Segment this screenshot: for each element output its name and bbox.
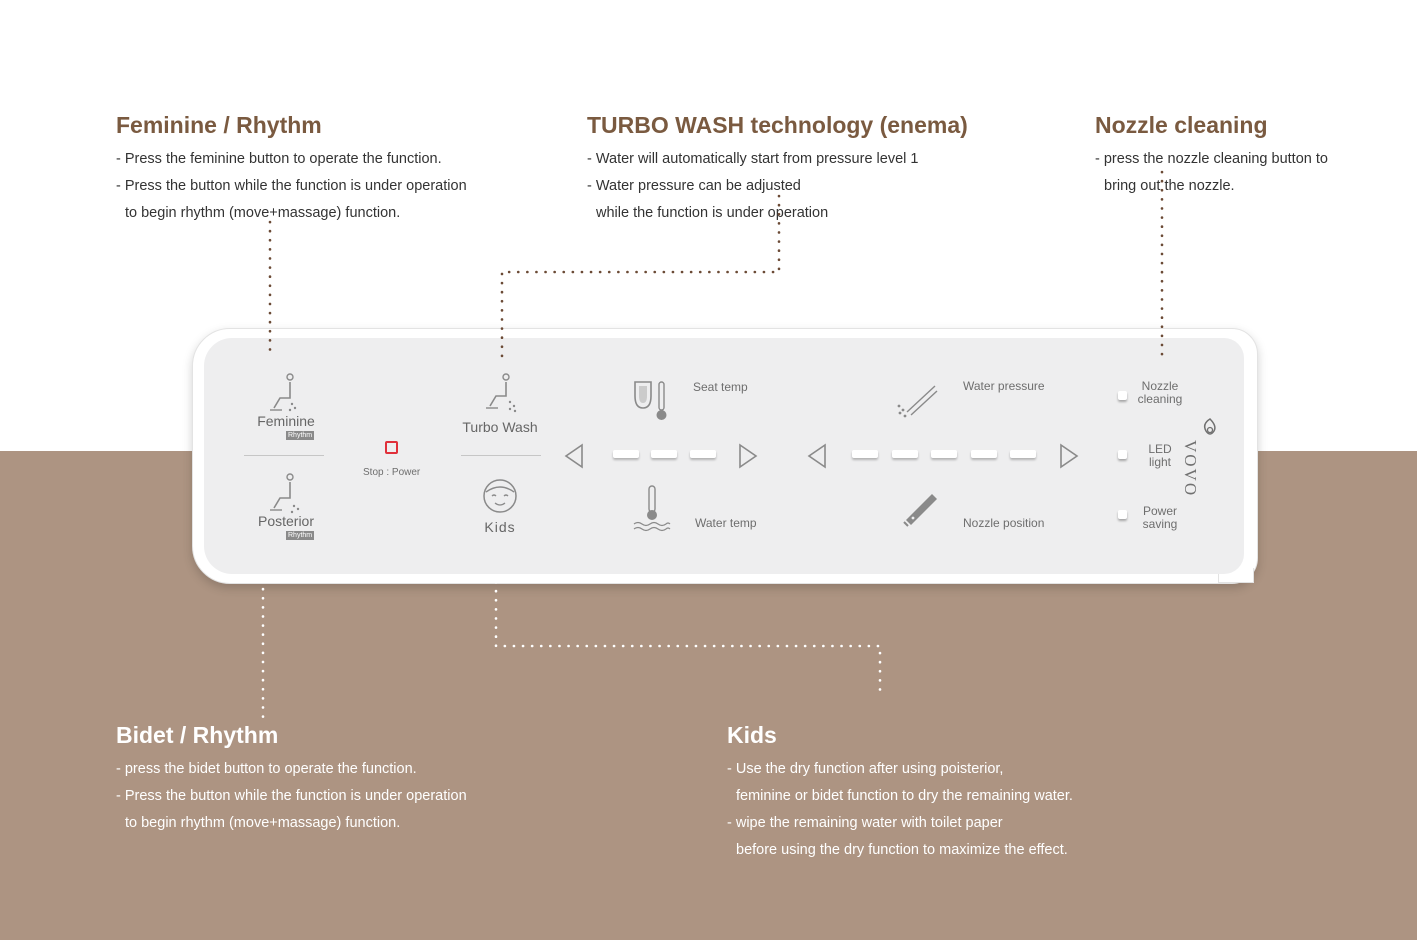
nozzle-cleaning-label-line-1: Nozzle bbox=[1141, 379, 1179, 393]
feminine-seat-icon[interactable] bbox=[268, 372, 304, 416]
nozzle-position-icon[interactable] bbox=[900, 488, 942, 528]
water-temp-label: Water temp bbox=[695, 516, 757, 530]
pressure-level-4 bbox=[971, 450, 997, 458]
turbo-wash-icon[interactable] bbox=[482, 372, 518, 416]
remote-panel bbox=[204, 338, 1244, 574]
power-saving-label: Power saving bbox=[1134, 505, 1186, 531]
callout-kids: Kids - Use the dry function after using … bbox=[727, 720, 1073, 864]
callout-feminine-line-3: to begin rhythm (move+massage) function. bbox=[125, 205, 401, 221]
callout-turbo-title: TURBO WASH technology (enema) bbox=[587, 112, 968, 138]
water-pressure-label: Water pressure bbox=[963, 379, 1045, 393]
callout-nozzle-line-2: bring out the nozzle. bbox=[1104, 178, 1235, 194]
temp-level-1 bbox=[613, 450, 639, 458]
water-temp-icon[interactable] bbox=[632, 484, 672, 532]
callout-bidet: Bidet / Rhythm - press the bidet button … bbox=[116, 720, 467, 837]
middle-divider bbox=[461, 455, 541, 456]
pressure-level-5 bbox=[1010, 450, 1036, 458]
callout-kids-line-1: - Use the dry function after using poist… bbox=[727, 761, 1004, 777]
callout-feminine-title: Feminine / Rhythm bbox=[116, 112, 322, 138]
temp-level-3 bbox=[690, 450, 716, 458]
water-pressure-icon[interactable] bbox=[895, 382, 939, 420]
power-saving-label-line-1: Power bbox=[1142, 504, 1177, 518]
left-arrow-icon[interactable] bbox=[562, 442, 586, 470]
right-arrow-icon[interactable] bbox=[1057, 442, 1081, 470]
pressure-level-2 bbox=[892, 450, 918, 458]
callout-turbo-line-1: - Water will automatically start from pr… bbox=[587, 151, 919, 167]
callout-feminine: Feminine / Rhythm - Press the feminine b… bbox=[116, 110, 467, 227]
brand-wordmark: VOVO bbox=[1181, 440, 1200, 498]
callout-bidet-line-2: - Press the button while the function is… bbox=[116, 788, 467, 804]
callout-kids-line-2: feminine or bidet function to dry the re… bbox=[736, 788, 1073, 804]
led-light-label-line-1: LED bbox=[1148, 442, 1172, 456]
callout-kids-line-4: before using the dry function to maximiz… bbox=[736, 842, 1068, 858]
posterior-button-label: Posterior bbox=[257, 513, 315, 529]
pressure-level-1 bbox=[852, 450, 878, 458]
right-arrow-icon[interactable] bbox=[736, 442, 760, 470]
callout-nozzle-line-1: - press the nozzle cleaning button to bbox=[1095, 151, 1328, 167]
vovo-logo-icon bbox=[1203, 418, 1216, 435]
temp-level-2 bbox=[651, 450, 677, 458]
callout-nozzle-cleaning: Nozzle cleaning - press the nozzle clean… bbox=[1095, 110, 1328, 200]
stop-power-button[interactable] bbox=[385, 441, 398, 454]
callout-turbo-line-2: - Water pressure can be adjusted bbox=[587, 178, 801, 194]
nozzle-cleaning-button[interactable] bbox=[1118, 391, 1127, 400]
callout-bidet-line-3: to begin rhythm (move+massage) function. bbox=[125, 815, 401, 831]
nozzle-cleaning-label-line-2: cleaning bbox=[1137, 392, 1183, 406]
seat-temp-label: Seat temp bbox=[693, 380, 748, 394]
pressure-level-3 bbox=[931, 450, 957, 458]
callout-kids-title: Kids bbox=[727, 722, 777, 748]
turbo-wash-button-label: Turbo Wash bbox=[462, 419, 538, 435]
led-light-label-line-2: light bbox=[1148, 455, 1171, 469]
feminine-button-label: Feminine bbox=[257, 413, 315, 429]
kids-face-icon[interactable] bbox=[480, 478, 520, 514]
power-saving-label-line-2: saving bbox=[1142, 517, 1178, 531]
power-saving-button[interactable] bbox=[1118, 510, 1127, 519]
callout-nozzle-title: Nozzle cleaning bbox=[1095, 112, 1268, 138]
callout-bidet-line-1: - press the bidet button to operate the … bbox=[116, 761, 417, 777]
callout-feminine-line-1: - Press the feminine button to operate t… bbox=[116, 151, 442, 167]
left-arrow-icon[interactable] bbox=[805, 442, 829, 470]
kids-button-label: Kids bbox=[484, 519, 516, 535]
callout-turbo-line-3: while the function is under operation bbox=[596, 205, 829, 221]
callout-bidet-title: Bidet / Rhythm bbox=[116, 722, 279, 748]
stop-power-label: Stop : Power bbox=[363, 467, 421, 478]
feminine-rhythm-badge: Rhythm bbox=[286, 431, 315, 440]
callout-feminine-line-2: - Press the button while the function is… bbox=[116, 178, 467, 194]
led-light-label: LED light bbox=[1134, 443, 1186, 469]
callout-turbo-wash: TURBO WASH technology (enema) - Water wi… bbox=[587, 110, 968, 227]
nozzle-position-label: Nozzle position bbox=[963, 516, 1045, 530]
led-light-button[interactable] bbox=[1118, 450, 1127, 459]
posterior-rhythm-badge: Rhythm bbox=[286, 531, 315, 540]
nozzle-cleaning-label: Nozzle cleaning bbox=[1134, 380, 1186, 406]
seat-temp-icon[interactable] bbox=[632, 378, 672, 424]
posterior-seat-icon[interactable] bbox=[268, 472, 304, 516]
callout-kids-line-3: - wipe the remaining water with toilet p… bbox=[727, 815, 1003, 831]
left-divider bbox=[244, 455, 324, 456]
